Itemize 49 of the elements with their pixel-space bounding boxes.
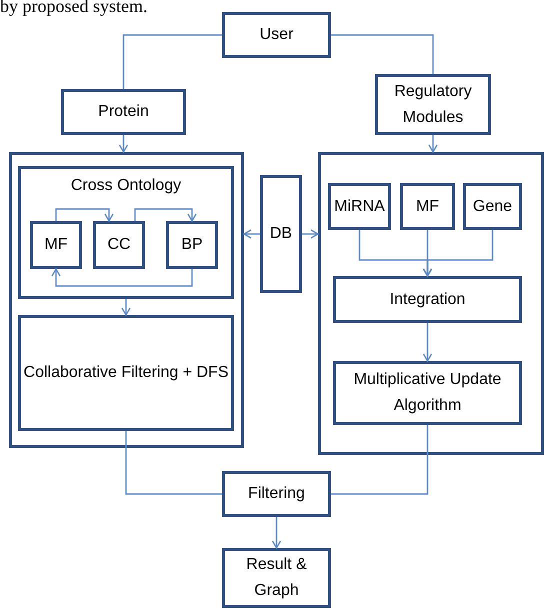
box-label: MF [416, 196, 440, 217]
box-label: Cross Ontology [70, 176, 182, 196]
box-label: Protein [98, 102, 149, 122]
box-label: Gene [472, 196, 512, 217]
box-label: MF [44, 235, 68, 256]
process-box [400, 183, 455, 230]
arrow [121, 299, 131, 316]
process-box [166, 221, 218, 269]
box-label: Filtering [248, 484, 305, 504]
box-label: Multiplicative Update Algorithm [352, 370, 502, 416]
box-label: BP [181, 235, 203, 256]
process-box [30, 221, 82, 269]
box-label: User [260, 25, 294, 46]
process-box [222, 548, 331, 608]
process-box [333, 276, 522, 323]
arrow [302, 229, 319, 239]
process-box [18, 166, 234, 299]
arrow [51, 268, 193, 287]
process-box [463, 183, 522, 230]
box-label: CC [107, 235, 131, 256]
arrow [422, 230, 494, 277]
process-box [93, 221, 145, 269]
arrow [243, 229, 260, 239]
box-label: Result & Graph [245, 555, 308, 601]
arrow [118, 135, 128, 153]
box-label: MiRNA [334, 196, 385, 217]
arrow [428, 135, 438, 153]
process-box [260, 175, 302, 293]
process-box [333, 361, 522, 425]
connector-line [331, 34, 434, 74]
process-box [375, 74, 491, 135]
connector-line [122, 34, 222, 89]
process-box [18, 315, 234, 431]
connector-line [331, 425, 428, 495]
process-box [222, 12, 331, 58]
group-box [9, 152, 244, 448]
box-label: Collaborative Filtering + DFS [24, 363, 228, 384]
box-label: Integration [390, 290, 466, 310]
process-box [328, 183, 391, 230]
connector-line [125, 431, 222, 495]
arrow [134, 208, 197, 222]
process-box [222, 471, 331, 517]
box-label: Regulatory Modules [393, 82, 473, 128]
arrow [422, 323, 432, 362]
process-box [61, 89, 186, 135]
group-box [318, 152, 544, 455]
arrow [55, 208, 114, 222]
arrow [272, 517, 282, 549]
box-label: DB [270, 224, 292, 244]
